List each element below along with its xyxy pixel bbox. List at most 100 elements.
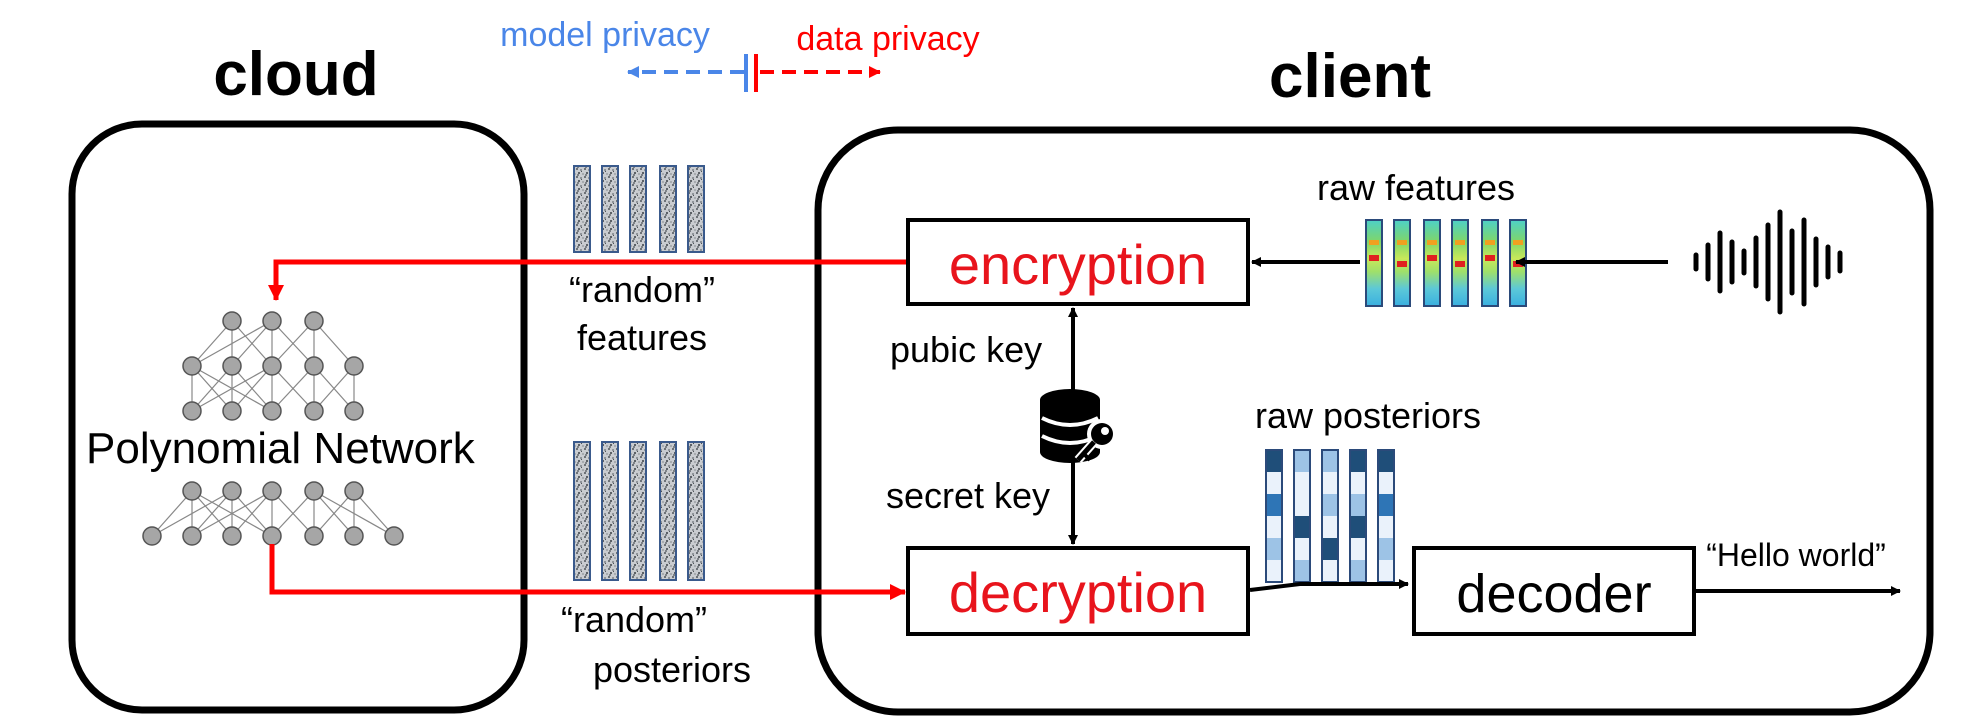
posterior-cell	[1350, 472, 1366, 494]
network-node	[344, 526, 364, 546]
decryption-to-decoder-arrow	[1249, 579, 1409, 592]
audio-waveform-icon	[1693, 209, 1843, 315]
raw-features-label: raw features	[1317, 167, 1515, 208]
network-node	[344, 356, 364, 376]
posterior-cell	[1322, 494, 1338, 516]
posterior-cell	[1294, 494, 1310, 516]
feature-column	[1481, 219, 1499, 307]
feature-mid	[1369, 240, 1379, 245]
random-posteriors-label-line2: posteriors	[593, 649, 751, 690]
network-edge	[271, 320, 315, 367]
network-edge	[191, 320, 233, 367]
network-edge	[353, 490, 395, 537]
posterior-cell	[1294, 560, 1310, 582]
raw-features-bars	[1365, 219, 1527, 307]
posterior-cell	[1378, 516, 1394, 538]
network-edge	[191, 490, 233, 537]
network-node	[262, 526, 282, 546]
feature-column	[1423, 219, 1441, 307]
network-edge	[271, 490, 315, 537]
posterior-cell	[1350, 516, 1366, 538]
noise-bar	[601, 165, 619, 253]
cloud-container	[68, 120, 528, 714]
network-node	[384, 526, 404, 546]
secret-key-label: secret key	[886, 475, 1050, 516]
noise-bar	[687, 165, 705, 253]
network-edge	[271, 365, 315, 412]
polynomial-network-upper	[182, 311, 364, 421]
network-edge	[313, 490, 355, 537]
network-node	[182, 401, 202, 421]
database-key-icon	[1040, 389, 1117, 463]
noise-bar	[629, 441, 647, 581]
decryption-box	[906, 546, 1250, 636]
output-text: “Hello world”	[1706, 537, 1886, 573]
posterior-cell	[1378, 450, 1394, 472]
posterior-cell	[1266, 516, 1282, 538]
network-edge	[231, 490, 273, 537]
posterior-cell	[1378, 494, 1394, 516]
network-node	[262, 311, 282, 331]
network-edge	[231, 365, 273, 412]
noise-bar	[659, 441, 677, 581]
client-title: client	[1269, 42, 1431, 111]
feature-peak	[1369, 255, 1379, 261]
network-node	[182, 481, 202, 501]
raw-posteriors-label: raw posteriors	[1255, 395, 1481, 436]
network-node	[222, 311, 242, 331]
network-node	[304, 311, 324, 331]
random-posteriors-label-line1: “random”	[561, 599, 707, 640]
feature-peak	[1455, 261, 1465, 267]
network-edge	[313, 365, 355, 412]
random-features-label-line2: features	[577, 317, 707, 358]
encryption-box	[906, 218, 1250, 306]
random-features-bars	[573, 165, 705, 253]
noise-bar	[687, 441, 705, 581]
network-edge	[191, 365, 273, 412]
network-node	[304, 356, 324, 376]
feature-mid	[1455, 240, 1465, 245]
network-node	[304, 526, 324, 546]
network-edge	[151, 490, 233, 537]
network-edge	[191, 365, 233, 412]
posterior-cell	[1294, 450, 1310, 472]
noise-bar	[659, 165, 677, 253]
network-node	[262, 401, 282, 421]
posterior-cell	[1294, 472, 1310, 494]
posterior-cell	[1322, 472, 1338, 494]
network-node	[182, 526, 202, 546]
posterior-cell	[1350, 560, 1366, 582]
noise-bar	[601, 441, 619, 581]
random-features-label-line1: “random”	[569, 269, 715, 310]
network-node	[262, 481, 282, 501]
feature-mid	[1397, 240, 1407, 245]
network-node	[304, 481, 324, 501]
random-posteriors-bars	[573, 441, 705, 581]
public-key-label: pubic key	[890, 329, 1042, 370]
encrypted-features-flow	[268, 259, 908, 301]
feature-mid	[1427, 240, 1437, 245]
posterior-cell	[1378, 560, 1394, 582]
polynomial-network-label: Polynomial Network	[86, 424, 476, 473]
network-edge	[191, 490, 273, 537]
posterior-cell	[1266, 538, 1282, 560]
feature-mid	[1513, 240, 1523, 245]
feature-mid	[1485, 240, 1495, 245]
feature-peak	[1485, 255, 1495, 261]
network-node	[344, 401, 364, 421]
decoder-label: decoder	[1456, 564, 1651, 624]
posterior-cell	[1294, 516, 1310, 538]
decryption-label: decryption	[949, 561, 1207, 624]
network-edge	[191, 320, 273, 367]
network-node	[222, 401, 242, 421]
network-node	[182, 356, 202, 376]
posterior-column	[1265, 449, 1283, 583]
cloud-title: cloud	[213, 40, 378, 109]
network-node	[222, 356, 242, 376]
network-edge	[151, 490, 193, 537]
network-node	[344, 481, 364, 501]
posterior-cell	[1378, 472, 1394, 494]
raw-posteriors-bars	[1265, 449, 1395, 583]
posterior-cell	[1350, 538, 1366, 560]
noise-bar	[573, 441, 591, 581]
